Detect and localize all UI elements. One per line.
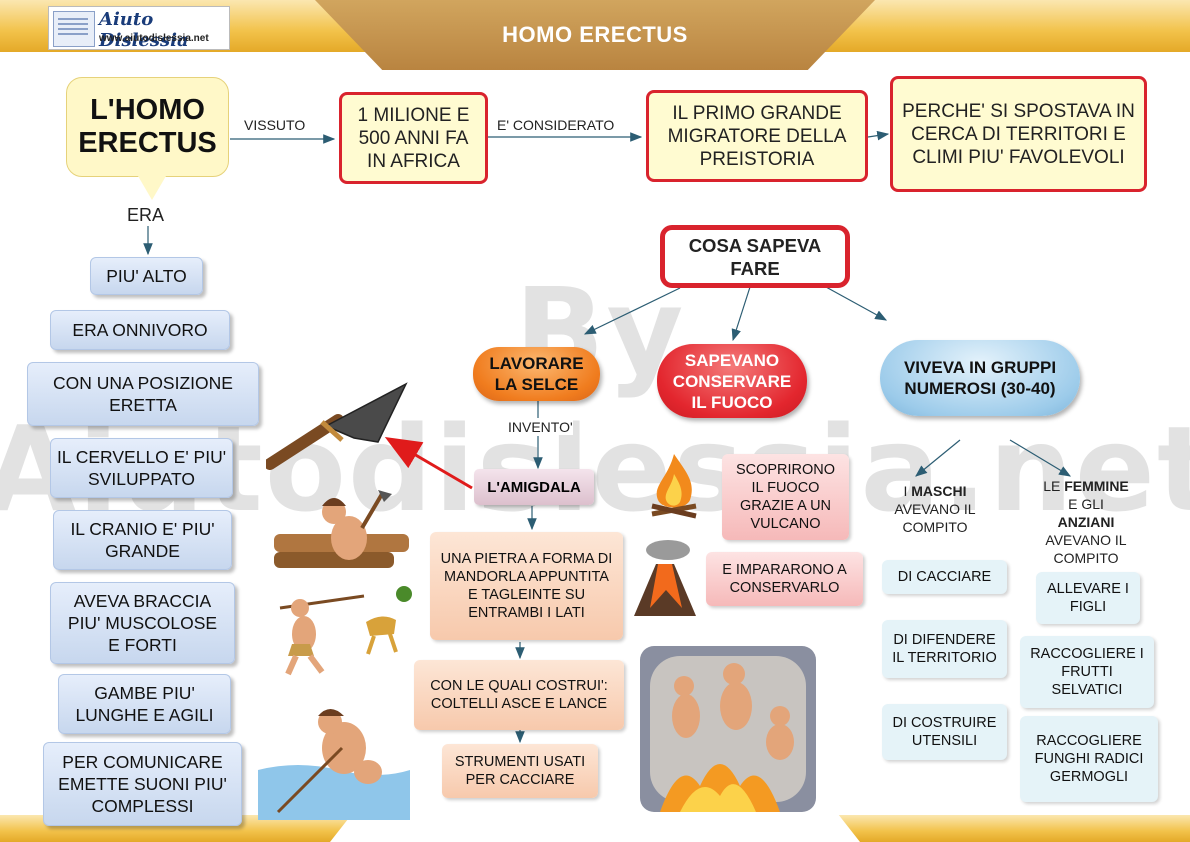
- logo[interactable]: Aiuto Dislessia www.aiutodislessia.net: [48, 6, 230, 51]
- page-title: HOMO ERECTUS: [315, 0, 875, 70]
- era-item-text: PER COMUNICARE EMETTE SUONI PIU' COMPLES…: [58, 752, 227, 816]
- volcano-icon: [634, 540, 696, 616]
- maschi-item: DI COSTRUIRE UTENSILI: [882, 704, 1007, 760]
- femmine-pre: LE: [1043, 478, 1065, 494]
- box-reason: PERCHE' SI SPOSTAVA IN CERCA DI TERRITOR…: [890, 76, 1147, 192]
- femmine-item: ALLEVARE I FIGLI: [1036, 572, 1140, 624]
- fire-icon: [651, 454, 697, 519]
- maschi-item-text: DI DIFENDERE IL TERRITORIO: [892, 632, 997, 666]
- selce-node: LAVORARE LA SELCE: [473, 347, 600, 401]
- hunting-illustration: [270, 582, 412, 680]
- era-item: ERA ONNIVORO: [50, 310, 230, 350]
- box-migrator-text: IL PRIMO GRANDE MIGRATORE DELLA PREISTOR…: [667, 102, 847, 170]
- label-vissuto: VISSUTO: [244, 117, 306, 133]
- fishing-illustration: [258, 700, 410, 820]
- selce-node-text: LAVORARE LA SELCE: [489, 354, 584, 394]
- use-box-text: STRUMENTI USATI PER CACCIARE: [454, 754, 586, 788]
- tools-box-text: CON LE QUALI COSTRUI': COLTELLI ASCE E L…: [430, 678, 608, 712]
- maschi-heading-line: I MASCHI: [903, 482, 966, 500]
- fuoco-node: SAPEVANO CONSERVARE IL FUOCO: [657, 344, 807, 418]
- fuoco-discovery-text: SCOPRIRONO IL FUOCO GRAZIE A UN VULCANO: [735, 462, 836, 532]
- cave-group-icon: [640, 646, 816, 812]
- era-item: PIU' ALTO: [90, 257, 203, 295]
- volcano-illustration: [630, 538, 698, 618]
- label-considerato: E' CONSIDERATO: [497, 117, 615, 133]
- cave-fire-illustration: [640, 646, 816, 812]
- maschi-item-text: DI CACCIARE: [897, 569, 992, 585]
- box-time: 1 MILIONE E 500 ANNI FA IN AFRICA: [339, 92, 488, 184]
- era-item-text: CON UNA POSIZIONE ERETTA: [53, 373, 233, 415]
- era-item: GAMBE PIU' LUNGHE E AGILI: [58, 674, 231, 734]
- logo-url: www.aiutodislessia.net: [99, 33, 209, 44]
- femmine-heading-line1: LE FEMMINE: [1043, 477, 1129, 495]
- era-item: CON UNA POSIZIONE ERETTA: [27, 362, 259, 426]
- maschi-post: AVEVANO IL COMPITO: [894, 501, 976, 535]
- use-box: STRUMENTI USATI PER CACCIARE: [442, 744, 598, 798]
- maschi-item-text: DI COSTRUIRE UTENSILI: [892, 715, 997, 749]
- caveman-woodwork-illustration: [274, 480, 409, 578]
- box-reason-text: PERCHE' SI SPOSTAVA IN CERCA DI TERRITOR…: [902, 100, 1135, 168]
- box-time-text: 1 MILIONE E 500 ANNI FA IN AFRICA: [357, 104, 470, 172]
- amigdala-descr-text: UNA PIETRA A FORMA DI MANDORLA APPUNTITA…: [440, 551, 613, 621]
- maschi-bold: MASCHI: [911, 483, 967, 499]
- femmine-item-text: RACCOGLIERE FUNGHI RADICI GERMOGLI: [1034, 733, 1144, 785]
- skills-title: COSA SAPEVA FARE: [660, 225, 850, 288]
- footer-center: [330, 815, 860, 842]
- main-node-text: L'HOMO ERECTUS: [78, 94, 217, 159]
- fuoco-discovery: SCOPRIRONO IL FUOCO GRAZIE A UN VULCANO: [722, 454, 849, 540]
- fuoco-learned: E IMPARARONO A CONSERVARLO: [706, 552, 863, 606]
- fisher-icon: [258, 709, 410, 820]
- era-item: AVEVA BRACCIA PIU' MUSCOLOSE E FORTI: [50, 582, 235, 664]
- era-item-text: AVEVA BRACCIA PIU' MUSCOLOSE E FORTI: [67, 591, 218, 655]
- spearhead-icon: [264, 382, 408, 470]
- fuoco-node-text: SAPEVANO CONSERVARE IL FUOCO: [672, 350, 792, 412]
- femmine-post: AVEVANO IL COMPITO: [1045, 532, 1127, 566]
- femmine-item: RACCOGLIERE I FRUTTI SELVATICI: [1020, 636, 1154, 708]
- page-title-text: HOMO ERECTUS: [502, 22, 688, 47]
- femmine-bold: FEMMINE: [1064, 478, 1129, 494]
- femmine-item-text: ALLEVARE I FIGLI: [1047, 581, 1129, 615]
- tools-box: CON LE QUALI COSTRUI': COLTELLI ASCE E L…: [414, 660, 624, 730]
- hunter-icon: [279, 586, 412, 676]
- femmine-mid: E GLI: [1068, 496, 1104, 512]
- era-item-text: ERA ONNIVORO: [72, 320, 208, 340]
- book-icon: [53, 11, 95, 47]
- era-item: PER COMUNICARE EMETTE SUONI PIU' COMPLES…: [43, 742, 242, 826]
- era-item: IL CRANIO E' PIU' GRANDE: [53, 510, 232, 570]
- era-item: IL CERVELLO E' PIU' SVILUPPATO: [50, 438, 233, 498]
- skills-title-text: COSA SAPEVA FARE: [688, 234, 822, 279]
- fuoco-learned-text: E IMPARARONO A CONSERVARLO: [722, 562, 847, 596]
- amigdala-node: L'AMIGDALA: [474, 469, 594, 505]
- femmine-heading: LE FEMMINE E GLI ANZIANI AVEVANO IL COMP…: [1026, 476, 1146, 568]
- era-item-text: GAMBE PIU' LUNGHE E AGILI: [75, 683, 214, 725]
- femmine-item-text: RACCOGLIERE I FRUTTI SELVATICI: [1030, 646, 1144, 698]
- maschi-heading: I MASCHI AVEVANO IL COMPITO: [876, 480, 994, 538]
- bubble-tail: [138, 176, 166, 200]
- spear-illustration: [264, 380, 414, 470]
- logo-name: Aiuto Dislessia: [99, 9, 189, 51]
- maschi-item: DI CACCIARE: [882, 560, 1007, 594]
- label-era: ERA: [127, 205, 165, 225]
- caveman-axe-icon: [274, 490, 409, 568]
- gruppi-node: VIVEVA IN GRUPPI NUMEROSI (30-40): [880, 340, 1080, 416]
- maschi-pre: I: [903, 483, 912, 499]
- label-invento: INVENTO': [508, 419, 573, 435]
- femmine-item: RACCOGLIERE FUNGHI RADICI GERMOGLI: [1020, 716, 1158, 802]
- gruppi-node-text: VIVEVA IN GRUPPI NUMEROSI (30-40): [903, 358, 1057, 398]
- era-item-text: PIU' ALTO: [106, 266, 187, 286]
- main-node: L'HOMO ERECTUS: [66, 77, 229, 177]
- era-item-text: IL CERVELLO E' PIU' SVILUPPATO: [56, 447, 227, 489]
- amigdala-descr: UNA PIETRA A FORMA DI MANDORLA APPUNTITA…: [430, 532, 623, 640]
- maschi-item: DI DIFENDERE IL TERRITORIO: [882, 620, 1007, 678]
- era-item-text: IL CRANIO E' PIU' GRANDE: [70, 519, 215, 561]
- campfire-illustration: [646, 452, 702, 522]
- box-migrator: IL PRIMO GRANDE MIGRATORE DELLA PREISTOR…: [646, 90, 868, 182]
- amigdala-text: L'AMIGDALA: [487, 478, 581, 496]
- femmine-bold2: ANZIANI: [1057, 514, 1115, 530]
